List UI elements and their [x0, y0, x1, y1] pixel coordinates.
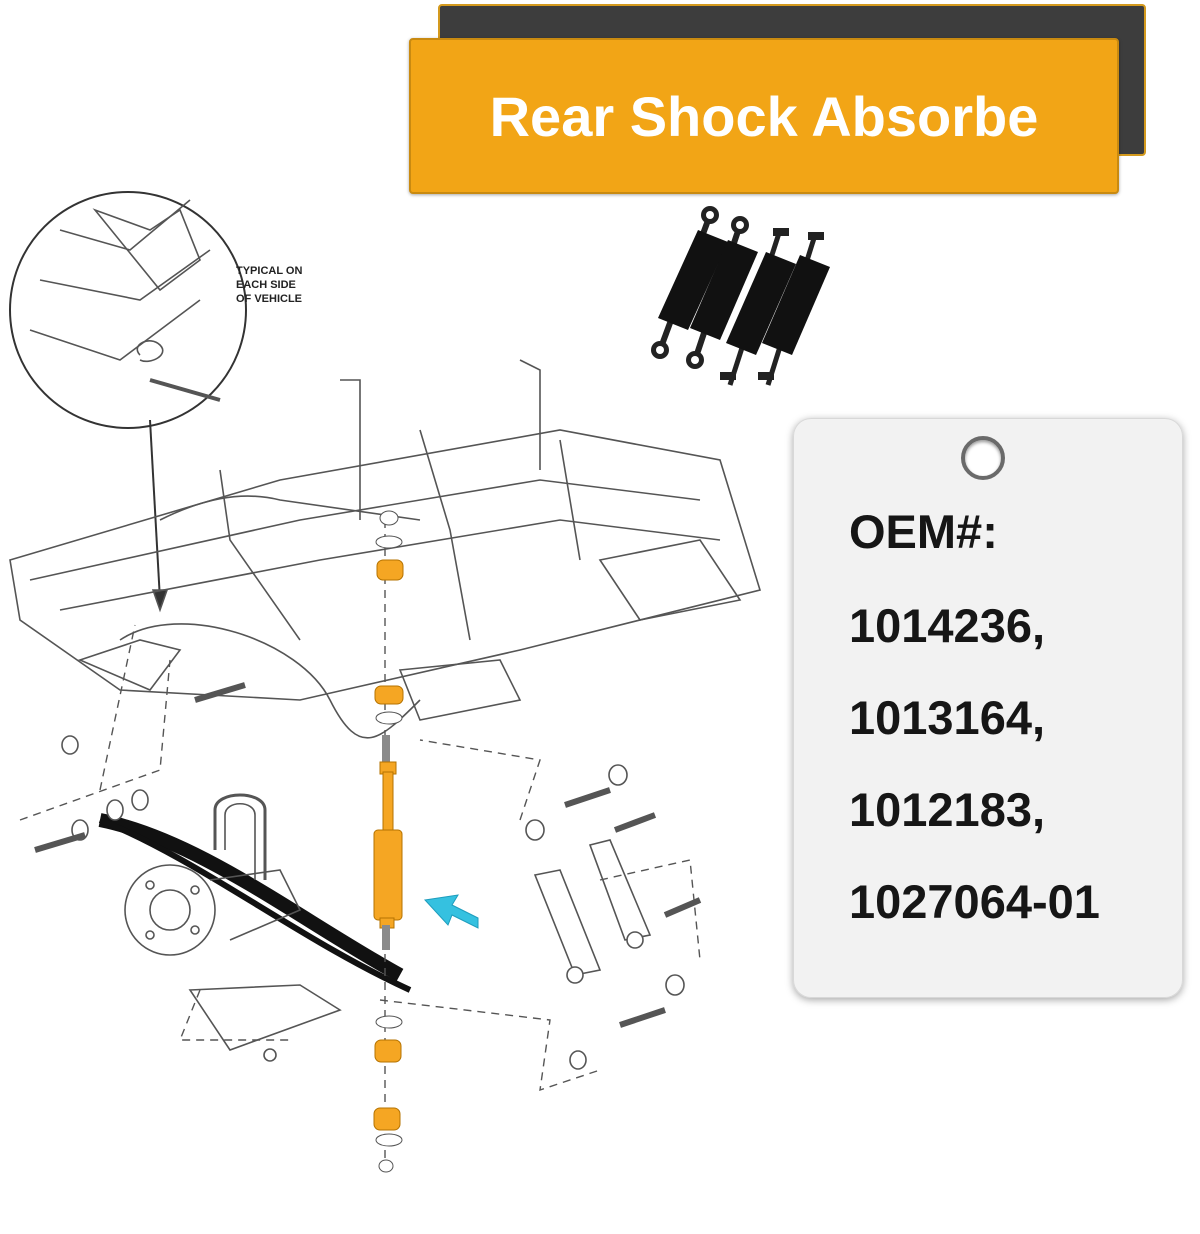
detail-callout-circle [9, 191, 247, 429]
callout-note-line-2: EACH SIDE [236, 279, 296, 291]
callout-note-line-3: OF VEHICLE [236, 293, 302, 305]
highlighted-shock-absorber [373, 510, 404, 1173]
banner-title: Rear Shock Absorbe [489, 84, 1039, 148]
callout-note-line-1: TYPICAL ON [236, 265, 302, 277]
cyan-arrow [423, 894, 479, 929]
oem-part-number-4: 1027064-01 [849, 875, 1100, 928]
shock-absorber-1 [651, 206, 728, 359]
oem-label: OEM#: [849, 505, 998, 558]
leaf-spring [98, 813, 404, 982]
oem-tag: OEM#: 1014236, 1013164, 1012183, 1027064… [793, 418, 1183, 998]
oem-part-number-2: 1013164, [849, 691, 1046, 744]
shock-absorber-set-photo [651, 206, 830, 386]
shackle-right [588, 839, 652, 941]
oem-part-number-3: 1012183, [849, 783, 1046, 836]
wheel-hub [124, 864, 216, 956]
tag-hole [961, 436, 1005, 480]
shock-absorber-4 [758, 232, 830, 386]
shackle-left [533, 869, 602, 976]
oem-part-number-1: 1014236, [849, 599, 1046, 652]
shock-absorber-3 [720, 228, 796, 386]
banner: Rear Shock Absorbe [409, 38, 1119, 194]
shock-absorber-2 [686, 216, 758, 369]
